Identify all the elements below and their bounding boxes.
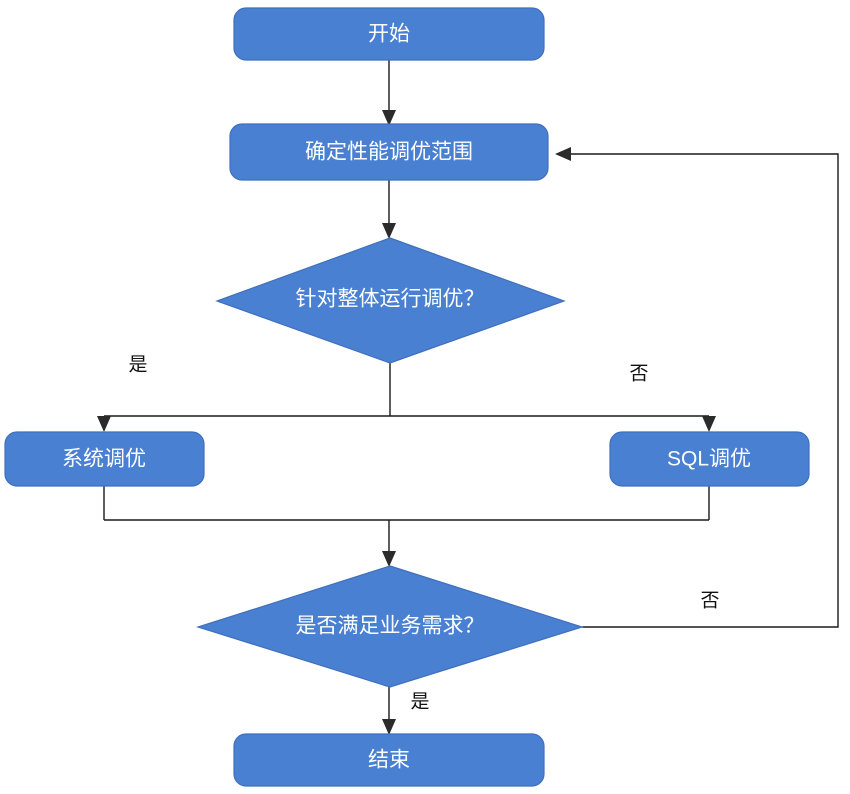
node-sql-tuning[interactable]: SQL调优 — [609, 431, 810, 487]
edge-scope-to-decide1 — [382, 180, 396, 239]
edge-label-yes-overall: 是 — [128, 354, 147, 375]
arrowhead-icon — [702, 416, 716, 432]
node-scope[interactable]: 确定性能调优范围 — [229, 123, 549, 181]
node-decision-overall-label: 针对整体运行调优？ — [296, 288, 485, 311]
arrowhead-icon — [382, 551, 396, 567]
node-decision-requirement-shape[interactable] — [196, 565, 584, 688]
edge-decide1-to-sql: 否 — [629, 363, 716, 432]
node-start-label: 开始 — [368, 23, 410, 46]
node-start-shape[interactable] — [233, 7, 545, 61]
edge-merge-to-decide2 — [104, 519, 709, 567]
edge-decide1-to-sys: 是 — [97, 354, 148, 432]
arrowhead-icon — [382, 719, 396, 735]
node-end[interactable]: 结束 — [233, 733, 545, 787]
edge-decide2-to-scope-loop: 否 — [555, 147, 839, 628]
node-scope-shape[interactable] — [229, 123, 549, 181]
node-decision-overall[interactable]: 针对整体运行调优？ — [215, 237, 566, 364]
node-decision-overall-shape[interactable] — [215, 237, 566, 364]
arrowhead-icon — [97, 416, 111, 432]
node-system-tuning-label: 系统调优 — [62, 448, 146, 471]
node-system-tuning-shape[interactable] — [4, 431, 205, 487]
node-decision-requirement[interactable]: 是否满足业务需求？ — [196, 565, 584, 688]
edge-decide1-split — [104, 363, 709, 417]
node-sql-tuning-label: SQL调优 — [667, 448, 751, 471]
node-end-shape[interactable] — [233, 733, 545, 787]
node-start[interactable]: 开始 — [233, 7, 545, 61]
node-scope-label: 确定性能调优范围 — [305, 141, 473, 164]
edge-line — [566, 153, 839, 628]
arrowhead-icon — [555, 147, 571, 161]
arrowhead-icon — [382, 223, 396, 239]
arrowhead-icon — [382, 110, 396, 126]
edge-decide2-to-end: 是 — [382, 687, 430, 735]
node-system-tuning[interactable]: 系统调优 — [4, 431, 205, 487]
edge-label-no-requirement: 否 — [700, 590, 719, 611]
edge-start-to-scope — [382, 60, 396, 126]
node-sql-tuning-shape[interactable] — [609, 431, 810, 487]
node-end-label: 结束 — [368, 749, 410, 772]
edge-label-yes-requirement: 是 — [410, 691, 429, 712]
node-decision-requirement-label: 是否满足业务需求？ — [296, 615, 485, 638]
edge-label-no-overall: 否 — [629, 363, 648, 384]
